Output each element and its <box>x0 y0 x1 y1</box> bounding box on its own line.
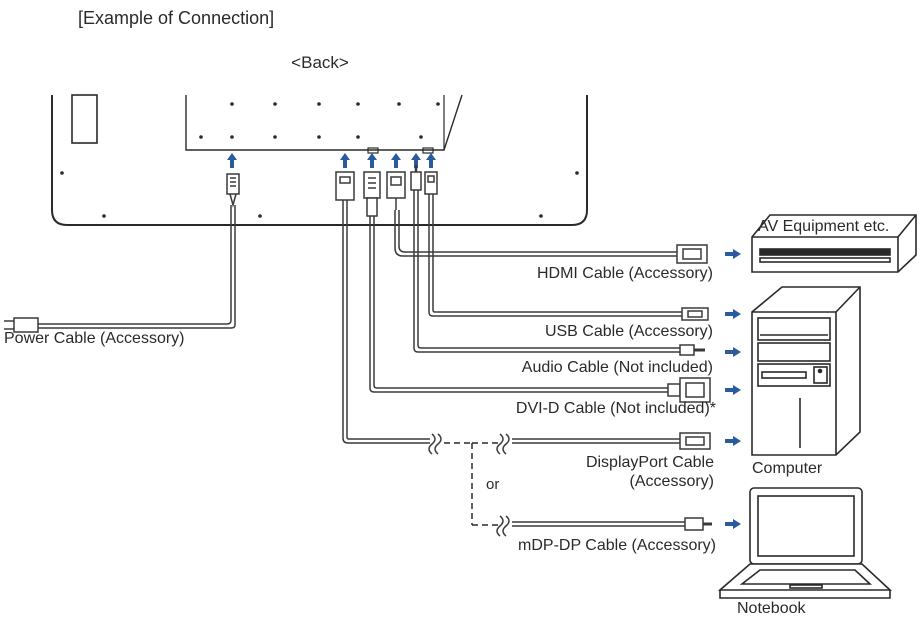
back-label: <Back> <box>291 53 349 72</box>
power-cable <box>4 173 240 333</box>
page-title: [Example of Connection] <box>78 8 275 28</box>
hdmi-cable-label: HDMI Cable (Accessory) <box>536 265 713 282</box>
monitor-screws <box>60 102 579 218</box>
audio-cable <box>410 165 705 356</box>
notebook-icon <box>717 487 893 599</box>
notebook-label: Notebook <box>737 600 806 617</box>
mdp-cable-label: mDP-DP Cable (Accessory) <box>518 537 716 554</box>
av-equipment-label: AV Equipment etc. <box>758 218 890 235</box>
usb-cable-label: USB Cable (Accessory) <box>544 323 713 340</box>
computer-icon <box>751 286 861 456</box>
audio-cable-label: Audio Cable (Not included) <box>521 359 713 376</box>
port-arrows <box>227 153 436 168</box>
monitor-back <box>51 94 588 226</box>
mdp-cable <box>471 443 712 537</box>
dvi-cable <box>363 171 711 403</box>
hdmi-cable <box>386 171 708 264</box>
dvi-cable-label: DVI-D Cable (Not included)* <box>515 400 716 417</box>
displayport-cable <box>335 171 711 455</box>
computer-label: Computer <box>752 460 823 477</box>
displayport-cable-label-line1: DisplayPort Cable <box>585 454 714 471</box>
or-label: or <box>486 476 500 493</box>
displayport-cable-label-line2: (Accessory) <box>629 473 714 490</box>
usb-cable <box>424 171 709 321</box>
power-cable-label: Power Cable (Accessory) <box>4 330 185 347</box>
av-equipment-icon <box>751 214 917 273</box>
